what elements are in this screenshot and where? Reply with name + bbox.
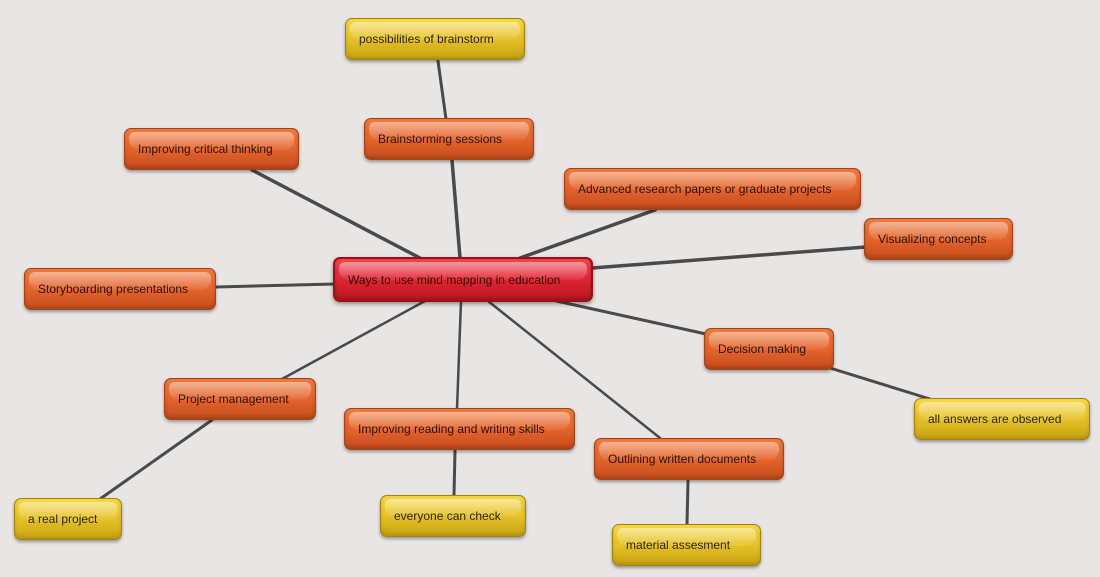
connector-project <box>280 299 427 381</box>
connector-research <box>518 208 657 260</box>
connector-reading <box>455 299 463 411</box>
node-label: Improving critical thinking <box>138 142 273 156</box>
node-everyone-can-check[interactable]: everyone can check <box>380 495 526 537</box>
connector-brainstorm-leaf <box>436 59 448 121</box>
node-material-assesment[interactable]: material assesment <box>612 524 761 566</box>
connector-critical-thinking <box>250 168 422 260</box>
node-storyboarding-presentations[interactable]: Storyboarding presentations <box>24 268 216 310</box>
node-label: Outlining written documents <box>608 452 757 466</box>
connector-project-leaf <box>98 418 214 501</box>
node-label: a real project <box>28 512 98 526</box>
node-improving-reading-and-writing[interactable]: Improving reading and writing skills <box>344 408 575 450</box>
node-improving-critical-thinking[interactable]: Improving critical thinking <box>124 128 299 170</box>
node-label: Project management <box>178 392 289 406</box>
central-topic-label: Ways to use mind mapping in education <box>348 272 561 287</box>
node-label: everyone can check <box>394 509 501 523</box>
connector-brainstorming <box>450 158 462 260</box>
node-all-answers-are-observed[interactable]: all answers are observed <box>914 398 1090 440</box>
node-visualizing-concepts[interactable]: Visualizing concepts <box>864 218 1013 260</box>
node-label: all answers are observed <box>928 412 1062 426</box>
node-possibilities-of-brainstorm[interactable]: possibilities of brainstorm <box>345 18 525 60</box>
node-central-topic[interactable]: Ways to use mind mapping in education <box>333 257 593 302</box>
connector-outlining <box>486 299 662 440</box>
node-label: Improving reading and writing skills <box>358 422 545 436</box>
node-label: Decision making <box>718 342 807 356</box>
node-project-management[interactable]: Project management <box>164 378 316 420</box>
connector-outlining-leaf <box>685 479 690 526</box>
node-decision-making[interactable]: Decision making <box>704 328 834 370</box>
connector-reading-leaf <box>452 449 457 497</box>
node-brainstorming-sessions[interactable]: Brainstorming sessions <box>364 118 534 160</box>
node-label: Brainstorming sessions <box>378 132 503 146</box>
node-advanced-research-papers[interactable]: Advanced research papers or graduate pro… <box>564 168 861 210</box>
node-outlining-written-documents[interactable]: Outlining written documents <box>594 438 784 480</box>
node-label: possibilities of brainstorm <box>359 32 494 46</box>
node-label: Visualizing concepts <box>878 232 987 246</box>
connector-decision-leaf <box>828 366 932 401</box>
connector-storyboarding <box>214 282 337 289</box>
node-label: Advanced research papers or graduate pro… <box>578 182 832 196</box>
connector-visualizing <box>590 245 868 270</box>
node-label: Storyboarding presentations <box>38 282 189 296</box>
node-a-real-project[interactable]: a real project <box>14 498 122 540</box>
connector-decision <box>550 298 708 336</box>
node-label: material assesment <box>626 538 731 552</box>
